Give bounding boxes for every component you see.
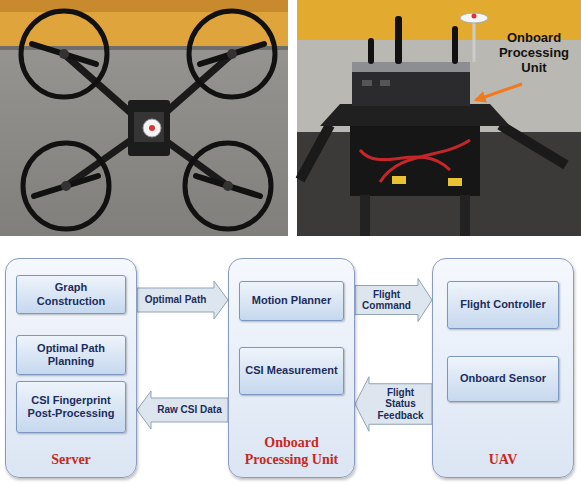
box-label: Motion Planner xyxy=(252,294,331,307)
photo-shape xyxy=(189,11,275,97)
photo-shape xyxy=(452,26,458,64)
box-label: Onboard Sensor xyxy=(460,372,546,385)
photo-shape xyxy=(23,143,109,229)
photo-shape xyxy=(134,112,164,142)
block-arrow xyxy=(355,279,432,322)
process-box: Flight Controller xyxy=(447,281,559,329)
photo-shape xyxy=(128,100,170,156)
photo-shape xyxy=(227,49,237,59)
photo-shape xyxy=(149,125,155,131)
process-box: Motion Planner xyxy=(239,281,344,321)
block-arrow xyxy=(355,377,432,432)
photo-shape xyxy=(223,181,233,191)
photo-shape xyxy=(350,126,480,196)
process-box: Optimal Path Planning xyxy=(16,335,126,375)
photo-shape xyxy=(460,13,488,23)
photo-shape xyxy=(395,16,402,64)
photo-shape xyxy=(362,80,372,86)
photo-shape xyxy=(392,176,406,184)
photo-shape xyxy=(185,143,271,229)
process-box: Graph Construction xyxy=(16,275,126,314)
photo-shape xyxy=(143,119,161,137)
photo-shape xyxy=(59,49,69,59)
drone-top-photo xyxy=(0,0,288,236)
arrow-label: Raw CSI Data xyxy=(154,404,225,416)
photo-shape xyxy=(448,178,462,186)
photo-shape xyxy=(0,0,288,46)
arrow-label: Optimal Path xyxy=(140,294,211,306)
panel-title: Onboard Processing Unit xyxy=(233,435,350,469)
photo-shape xyxy=(380,80,390,86)
photo-shape xyxy=(64,54,232,186)
group-panel: Server Graph ConstructionOptimal Path Pla… xyxy=(5,258,137,478)
box-label: Flight Controller xyxy=(460,298,546,311)
photo-shape xyxy=(0,0,288,236)
photo-shape xyxy=(460,195,470,236)
group-panel: Onboard Processing Unit Motion PlannerCSI… xyxy=(228,258,355,478)
arrow-label: Flight Status Feedback xyxy=(372,387,429,422)
block-arrow xyxy=(137,391,228,429)
photo-shape xyxy=(380,140,470,182)
panel-title: UAV xyxy=(437,452,569,469)
process-box: Onboard Sensor xyxy=(447,356,559,402)
photo-shape xyxy=(352,62,470,106)
photo-shape xyxy=(320,104,510,126)
box-label: Graph Construction xyxy=(21,281,121,307)
photo-shape xyxy=(368,38,374,64)
process-box: CSI Measurement xyxy=(239,347,344,395)
photo-shape xyxy=(297,0,581,236)
photo-shape xyxy=(472,14,477,19)
box-label: Optimal Path Planning xyxy=(21,342,121,368)
arrow-label: Flight Command xyxy=(358,289,415,312)
photo-shape xyxy=(473,20,476,62)
box-label: CSI Measurement xyxy=(245,364,337,377)
panel-title: Server xyxy=(10,452,132,469)
photo-shape xyxy=(61,181,71,191)
photo-shape xyxy=(476,84,522,100)
process-box: CSI Fingerprint Post-Processing xyxy=(16,381,126,433)
photo-shape xyxy=(21,11,107,97)
callout-label: Onboard Processing Unit xyxy=(495,30,573,75)
photo-shape xyxy=(32,44,264,196)
block-arrow xyxy=(137,281,228,319)
onboard-unit-photo xyxy=(297,0,581,236)
photo-shape xyxy=(0,0,288,12)
photo-shape xyxy=(360,195,370,236)
box-label: CSI Fingerprint Post-Processing xyxy=(21,394,121,420)
group-panel: UAV Flight ControllerOnboard Sensor xyxy=(432,258,574,478)
